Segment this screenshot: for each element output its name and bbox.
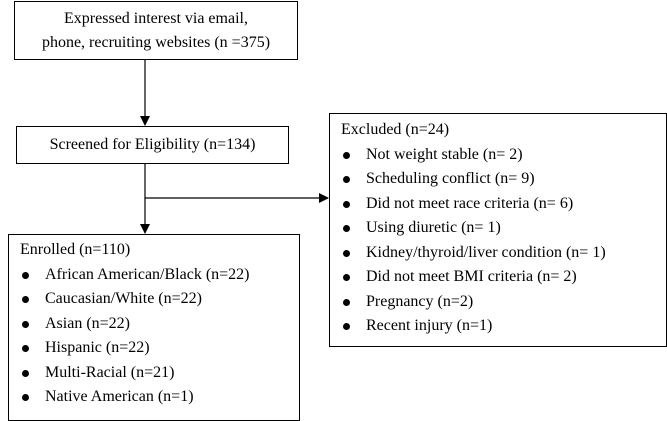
bullet-icon — [22, 345, 29, 352]
interest-line-2: phone, recruiting websites (n =375) — [41, 34, 271, 51]
list-item: Recent injury (n=1) — [341, 314, 666, 339]
enrolled-item-label: Multi-Racial (n=21) — [45, 363, 175, 381]
enrolled-item-label: Hispanic (n=22) — [45, 339, 150, 356]
bullet-icon — [343, 323, 350, 330]
bullet-icon — [343, 225, 350, 232]
list-item: Not weight stable (n= 2) — [341, 143, 666, 168]
bullet-icon — [343, 298, 350, 306]
excluded-item-label: Kidney/thyroid/liver condition (n= 1) — [366, 243, 606, 261]
list-item: Kidney/thyroid/liver condition (n= 1) — [341, 241, 666, 266]
bullet-icon — [343, 200, 350, 208]
enrolled-title: Enrolled (n=110) — [20, 241, 131, 258]
list-item: Did not meet BMI criteria (n= 2) — [341, 265, 666, 290]
enrolled-item-label: African American/Black (n=22) — [45, 265, 250, 283]
excluded-item-label: Not weight stable (n= 2) — [366, 145, 523, 163]
excluded-item-label: Using diuretic (n= 1) — [366, 219, 501, 236]
bullet-icon — [22, 320, 29, 328]
screened-box: Screened for Eligibility (n=134) — [16, 126, 289, 164]
list-item: Hispanic (n=22) — [20, 336, 299, 361]
enrolled-list: African American/Black (n=22) Caucasian/… — [20, 263, 299, 410]
list-item: Native American (n=1) — [20, 385, 299, 410]
enrolled-item-label: Native American (n=1) — [45, 388, 194, 405]
excluded-title: Excluded (n=24) — [341, 121, 450, 138]
bullet-icon — [22, 369, 29, 377]
bullet-icon — [343, 176, 350, 183]
enrolled-box: Enrolled (n=110) African American/Black … — [8, 234, 300, 421]
list-item: Asian (n=22) — [20, 312, 299, 337]
interest-box: Expressed interest via email, phone, rec… — [14, 1, 298, 60]
screened-label: Screened for Eligibility (n=134) — [49, 136, 256, 153]
bullet-icon — [343, 151, 350, 159]
excluded-item-label: Scheduling conflict (n= 9) — [366, 170, 535, 187]
list-item: African American/Black (n=22) — [20, 263, 299, 288]
enrolled-item-label: Asian (n=22) — [45, 314, 131, 332]
list-item: Using diuretic (n= 1) — [341, 216, 666, 241]
excluded-item-label: Did not meet BMI criteria (n= 2) — [366, 268, 577, 285]
list-item: Multi-Racial (n=21) — [20, 361, 299, 386]
excluded-item-label: Recent injury (n=1) — [366, 317, 493, 334]
excluded-item-label: Did not meet race criteria (n= 6) — [366, 194, 574, 212]
list-item: Scheduling conflict (n= 9) — [341, 167, 666, 192]
bullet-icon — [22, 394, 29, 401]
arrow-screened-to-excluded — [144, 164, 329, 203]
bullet-icon — [343, 274, 350, 281]
bullet-icon — [22, 271, 29, 279]
list-item: Pregnancy (n=2) — [341, 290, 666, 315]
interest-line-1: Expressed interest via email, — [64, 10, 248, 27]
bullet-icon — [343, 249, 350, 257]
excluded-item-label: Pregnancy (n=2) — [366, 292, 474, 310]
enrolled-item-label: Caucasian/White (n=22) — [45, 290, 202, 307]
list-item: Caucasian/White (n=22) — [20, 287, 299, 312]
excluded-list: Not weight stable (n= 2) Scheduling conf… — [341, 143, 666, 339]
excluded-box: Excluded (n=24) Not weight stable (n= 2)… — [329, 113, 667, 347]
bullet-icon — [22, 296, 29, 303]
list-item: Did not meet race criteria (n= 6) — [341, 192, 666, 217]
